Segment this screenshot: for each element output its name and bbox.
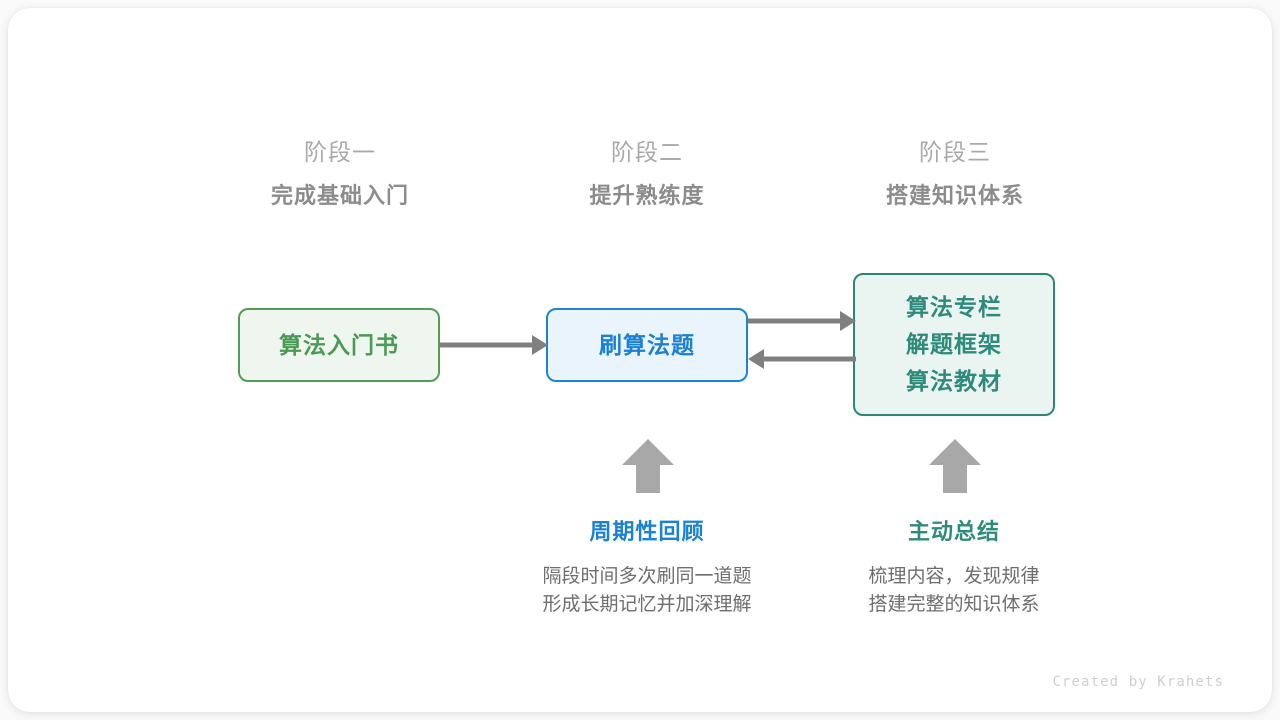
note-summary-body-line-2: 搭建完整的知识体系 bbox=[868, 594, 1040, 615]
node-resources-line-3: 算法教材 bbox=[906, 368, 1002, 394]
up-arrow-to-practice-icon bbox=[622, 439, 674, 493]
note-summary-title: 主动总结 bbox=[907, 519, 1000, 544]
note-summary-body: 梳理内容，发现规律 搭建完整的知识体系 bbox=[804, 563, 1104, 619]
node-algorithm-intro-book[interactable]: 算法入门书 bbox=[238, 308, 440, 382]
up-arrow-to-resources-icon bbox=[929, 439, 981, 493]
stage-kicker-3: 阶段三 bbox=[919, 139, 991, 165]
note-review-body-line-2: 形成长期记忆并加深理解 bbox=[542, 594, 752, 615]
stage-kicker-2: 阶段二 bbox=[611, 139, 683, 165]
note-periodic-review: 周期性回顾 隔段时间多次刷同一道题 形成长期记忆并加深理解 bbox=[497, 517, 797, 619]
stage-kicker-1: 阶段一 bbox=[304, 139, 376, 165]
note-review-body: 隔段时间多次刷同一道题 形成长期记忆并加深理解 bbox=[497, 563, 797, 619]
node-practice-line-1: 刷算法题 bbox=[599, 331, 695, 358]
stage-title-1: 完成基础入门 bbox=[270, 183, 409, 208]
node-resources-line-2: 解题框架 bbox=[906, 331, 1002, 357]
stage-header-1: 阶段一 完成基础入门 bbox=[210, 137, 470, 211]
arrow-practice-to-resources-icon bbox=[748, 311, 856, 331]
arrow-book-to-practice-icon bbox=[440, 335, 548, 355]
stage-header-2: 阶段二 提升熟练度 bbox=[517, 137, 777, 211]
watermark-credit: Created by Krahets bbox=[1052, 674, 1224, 690]
stage-header-3: 阶段三 搭建知识体系 bbox=[825, 137, 1085, 211]
note-active-summary: 主动总结 梳理内容，发现规律 搭建完整的知识体系 bbox=[804, 517, 1104, 619]
node-practice-problems[interactable]: 刷算法题 bbox=[546, 308, 748, 382]
note-summary-body-line-1: 梳理内容，发现规律 bbox=[868, 566, 1040, 587]
note-review-body-line-1: 隔段时间多次刷同一道题 bbox=[542, 566, 752, 587]
stage-title-3: 搭建知识体系 bbox=[885, 183, 1024, 208]
diagram-canvas: 阶段一 完成基础入门 阶段二 提升熟练度 阶段三 搭建知识体系 算法入门书 刷算… bbox=[8, 8, 1272, 712]
node-knowledge-resources[interactable]: 算法专栏 解题框架 算法教材 bbox=[853, 273, 1055, 416]
node-book-line-1: 算法入门书 bbox=[279, 331, 399, 358]
note-review-title: 周期性回顾 bbox=[589, 519, 705, 544]
stage-title-2: 提升熟练度 bbox=[589, 183, 705, 208]
arrow-resources-to-practice-icon bbox=[748, 349, 856, 369]
node-resources-line-1: 算法专栏 bbox=[906, 294, 1002, 320]
